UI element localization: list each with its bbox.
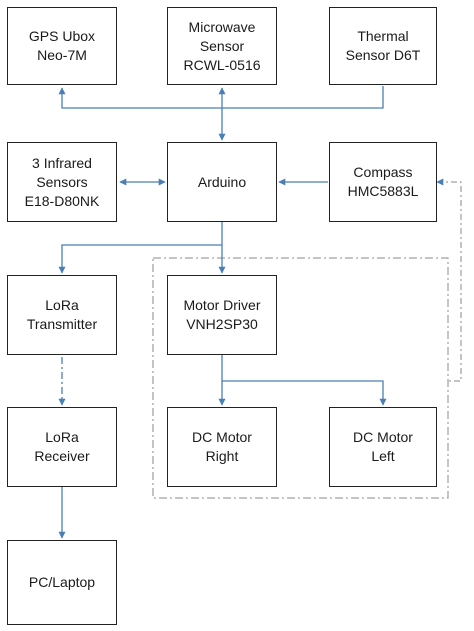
infrared-sensors-box: 3 Infrared Sensors E18-D80NK <box>7 142 117 222</box>
gps-module-box: GPS Ubox Neo-7M <box>7 7 117 85</box>
lora-receiver-label: LoRa Receiver <box>34 429 90 464</box>
dc-motor-left-box: DC Motor Left <box>329 407 437 487</box>
thermal-sensor-label: Thermal Sensor D6T <box>345 28 421 63</box>
infrared-sensors-label: 3 Infrared Sensors E18-D80NK <box>24 154 100 209</box>
thermal-sensor-box: Thermal Sensor D6T <box>329 7 437 85</box>
gps-module-label: GPS Ubox Neo-7M <box>28 28 96 63</box>
compass-box: Compass HMC5883L <box>329 142 437 222</box>
lora-transmitter-label: LoRa Transmitter <box>26 297 98 332</box>
dashed-link-compass <box>436 178 462 382</box>
arduino-label: Arduino <box>197 173 247 190</box>
motor-driver-box: Motor Driver VNH2SP30 <box>167 275 277 355</box>
compass-label: Compass HMC5883L <box>347 164 419 199</box>
pc-laptop-label: PC/Laptop <box>28 574 96 590</box>
dc-motor-right-box: DC Motor Right <box>167 407 277 487</box>
dc-motor-right-label: DC Motor Right <box>192 429 252 464</box>
arrow-arduino-lora-tx <box>58 222 223 274</box>
microwave-sensor-box: Microwave Sensor RCWL-0516 <box>167 7 277 85</box>
lora-transmitter-box: LoRa Transmitter <box>7 275 117 355</box>
microwave-sensor-label: Microwave Sensor RCWL-0516 <box>183 18 261 73</box>
pc-laptop-box: PC/Laptop <box>7 540 117 625</box>
motor-subsystem-dashed-border <box>152 257 449 499</box>
lora-receiver-box: LoRa Receiver <box>7 407 117 487</box>
arduino-box: Arduino <box>167 142 277 222</box>
motor-driver-label: Motor Driver VNH2SP30 <box>183 297 261 332</box>
arrow-driver-motor-left <box>221 355 387 406</box>
dc-motor-left-label: DC Motor Left <box>353 429 413 464</box>
